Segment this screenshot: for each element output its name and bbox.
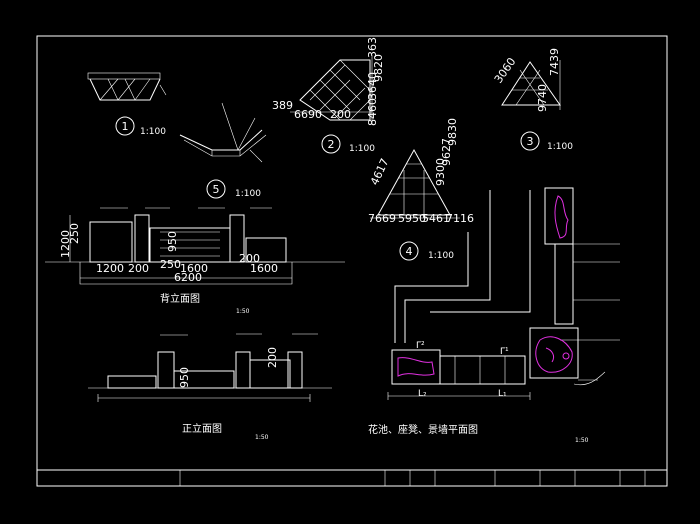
view-2-dim-8460: 8460 [366,98,379,126]
plan-mark-g1: Γ¹ [500,347,509,357]
view-4-dim-9627: 9627 [440,138,453,166]
view-2-badge: 2 [328,138,335,151]
view-4-badge: 4 [406,245,413,258]
view-4-dim-9830: 9830 [446,118,459,146]
view-3-scale: 1:100 [547,142,573,152]
plan-mark-l2: L₂ [418,389,427,399]
view-2-plan [290,55,373,125]
plan-drawing [387,187,620,400]
view-1-scale: 1:100 [140,127,166,137]
plan-mark-l1: L₁ [498,389,507,399]
view-5-badge: 5 [213,183,220,196]
view-2-scale: 1:100 [349,144,375,154]
back-dim-250: 250 [160,258,181,271]
view-5-scale: 1:100 [235,189,261,199]
front-dim-200: 200 [266,347,279,368]
back-dim-6200: 6200 [174,271,202,284]
view-2-badge-circle [321,134,341,154]
view-2-dim-6690: 6690 [294,108,322,121]
view-3-badge-circle [520,131,540,151]
plan-scale: 1:50 [575,437,589,444]
back-dim-1600-a: 1600 [180,262,208,275]
back-elevation-drawing [45,207,345,285]
view-3-dim-3060: 3060 [492,55,519,85]
view-3-badge: 3 [527,135,534,148]
view-4-scale: 1:100 [428,251,454,261]
view-3-dim-7439: 7439 [548,48,561,76]
view-2-dim-3640: 3640 [366,72,379,100]
sheet-border [36,35,668,487]
front-elevation-scale: 1:50 [255,434,269,441]
view-2-dim-389: 389 [272,99,293,112]
front-dim-950: 950 [178,367,191,388]
view-4-dim-4617: 4617 [368,156,392,187]
view-4-dim-7116: 7116 [446,212,474,225]
back-dim-1200: 1200 [96,262,124,275]
back-elevation-title: 背立面图 [160,292,200,305]
back-dim-1600-b: 1600 [250,262,278,275]
back-dim-250-vertical: 250 [68,223,81,244]
plan-mark-g2: Γ² [416,341,425,351]
view-2-dim-9820: 9820 [372,54,385,82]
view-4-dim-9300: 9300 [434,158,447,186]
view-4-badge-circle [399,241,419,261]
back-dim-950: 950 [166,231,179,252]
view-3-dim-9740: 9740 [536,84,549,112]
view-1-badge-circle [115,116,135,136]
view-4-dim-5461: 5461 [422,212,450,225]
back-dim-200-b: 200 [239,252,260,265]
view-4-dim-7669: 7669 [368,212,396,225]
view-4-plan [370,148,460,219]
back-dim-200-a: 200 [128,262,149,275]
view-5-badge-circle [206,179,226,199]
view-2-dim-363: 363 [366,37,379,58]
back-dim-1200-vertical: 1200 [59,230,72,258]
back-elevation-scale: 1:50 [236,308,250,315]
front-elevation-title: 正立面图 [182,422,222,435]
view-3-plan [501,60,561,110]
view-1-badge: 1 [122,120,129,133]
title-block-cells [179,470,646,486]
view-4-dim-5950: 5950 [398,212,426,225]
view-5-plan [179,102,267,163]
front-elevation-drawing [88,333,332,402]
plan-title: 花池、座凳、景墙平面图 [368,423,478,436]
view-2-dim-200: 200 [330,108,351,121]
view-1-section [87,72,167,101]
